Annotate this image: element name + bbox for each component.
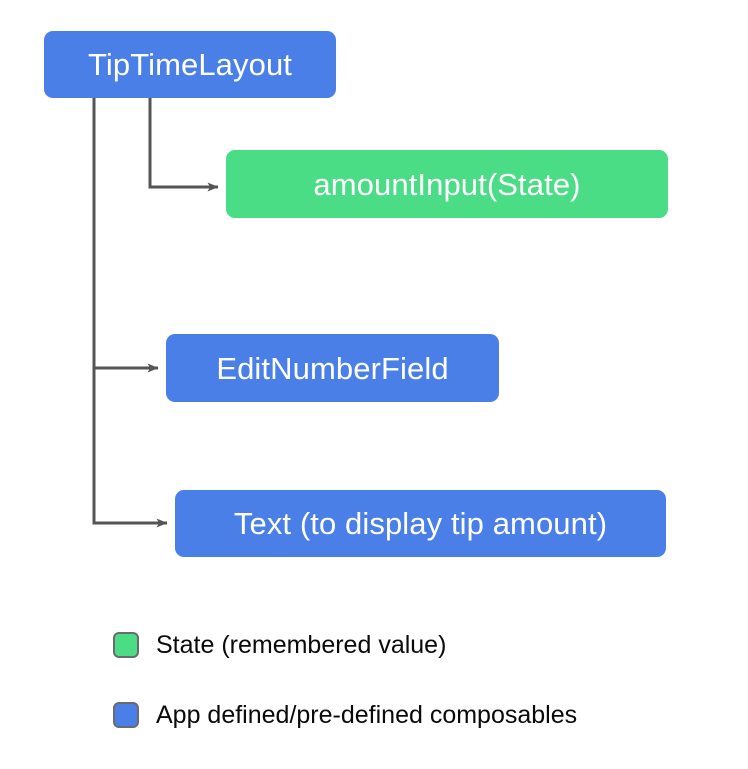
edge-root-to-state	[148, 98, 219, 192]
node-amountinput-state[interactable]: amountInput(State)	[226, 150, 668, 218]
legend-label-composables: App defined/pre-defined composables	[156, 700, 578, 729]
legend: State (remembered value) App defined/pre…	[113, 625, 673, 735]
node-text-display-tip-amount[interactable]: Text (to display tip amount)	[175, 490, 666, 557]
legend-item-composables: App defined/pre-defined composables	[113, 695, 673, 735]
legend-label-state: State (remembered value)	[156, 630, 447, 659]
edge-root-to-editnumberfield	[92, 98, 159, 373]
node-tiptimelayout[interactable]: TipTimeLayout	[44, 31, 336, 98]
legend-swatch-state-icon	[113, 632, 139, 658]
edge-root-to-text	[92, 368, 168, 528]
legend-item-state: State (remembered value)	[113, 625, 673, 665]
legend-swatch-composables-icon	[113, 702, 139, 728]
node-editnumberfield[interactable]: EditNumberField	[166, 334, 499, 402]
